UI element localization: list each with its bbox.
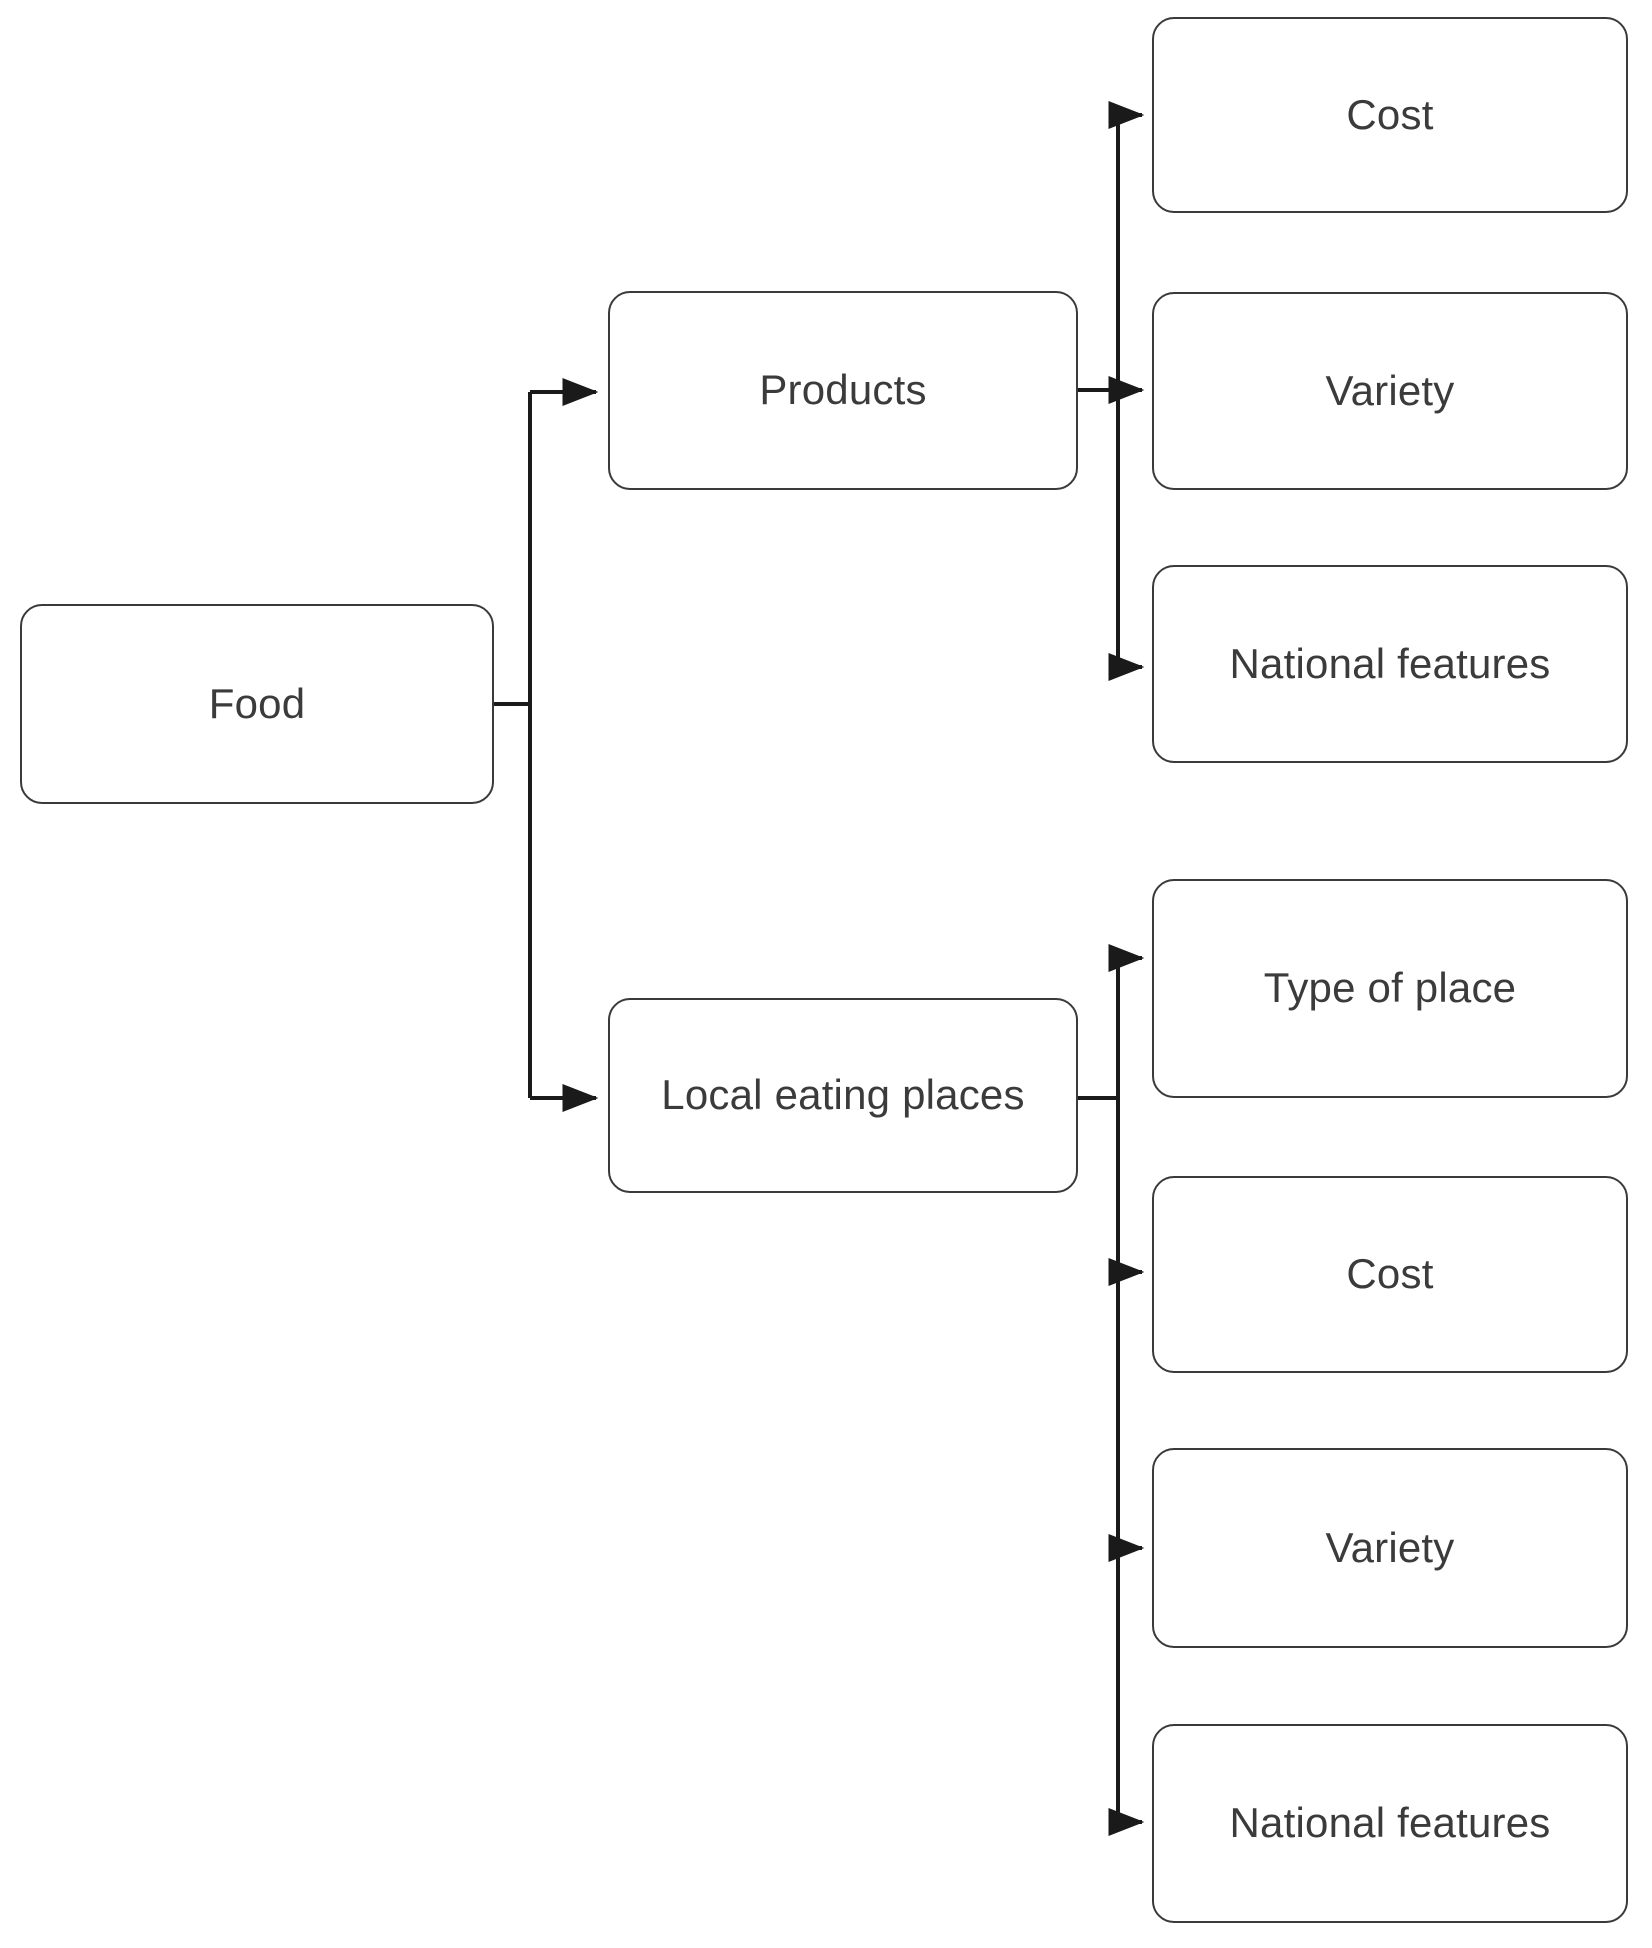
- node-products-label: Products: [759, 366, 927, 414]
- node-local-variety[interactable]: Variety: [1152, 1448, 1628, 1648]
- node-local-cost[interactable]: Cost: [1152, 1176, 1628, 1373]
- node-local-type-of-place-label: Type of place: [1263, 964, 1517, 1012]
- node-local-type-of-place[interactable]: Type of place: [1152, 879, 1628, 1098]
- node-local-national-features[interactable]: National features: [1152, 1724, 1628, 1923]
- node-food[interactable]: Food: [20, 604, 494, 804]
- edge-local-to-children: [1078, 944, 1145, 1836]
- node-products-national-features-label: National features: [1229, 639, 1551, 687]
- node-local-national-features-label: National features: [1229, 1799, 1551, 1847]
- node-food-label: Food: [208, 679, 306, 727]
- node-local-variety-label: Variety: [1325, 1523, 1455, 1571]
- node-products[interactable]: Products: [608, 291, 1078, 490]
- node-products-cost-label: Cost: [1346, 90, 1434, 138]
- node-products-variety[interactable]: Variety: [1152, 292, 1628, 490]
- node-local-cost-label: Cost: [1346, 1250, 1434, 1298]
- node-products-cost[interactable]: Cost: [1152, 17, 1628, 213]
- node-local-eating-places-label: Local eating places: [661, 1071, 1025, 1119]
- node-local-eating-places[interactable]: Local eating places: [608, 998, 1078, 1193]
- edge-food-to-children: [494, 378, 599, 1112]
- node-products-national-features[interactable]: National features: [1152, 565, 1628, 763]
- node-products-variety-label: Variety: [1325, 366, 1455, 414]
- edge-products-to-children: [1078, 101, 1145, 681]
